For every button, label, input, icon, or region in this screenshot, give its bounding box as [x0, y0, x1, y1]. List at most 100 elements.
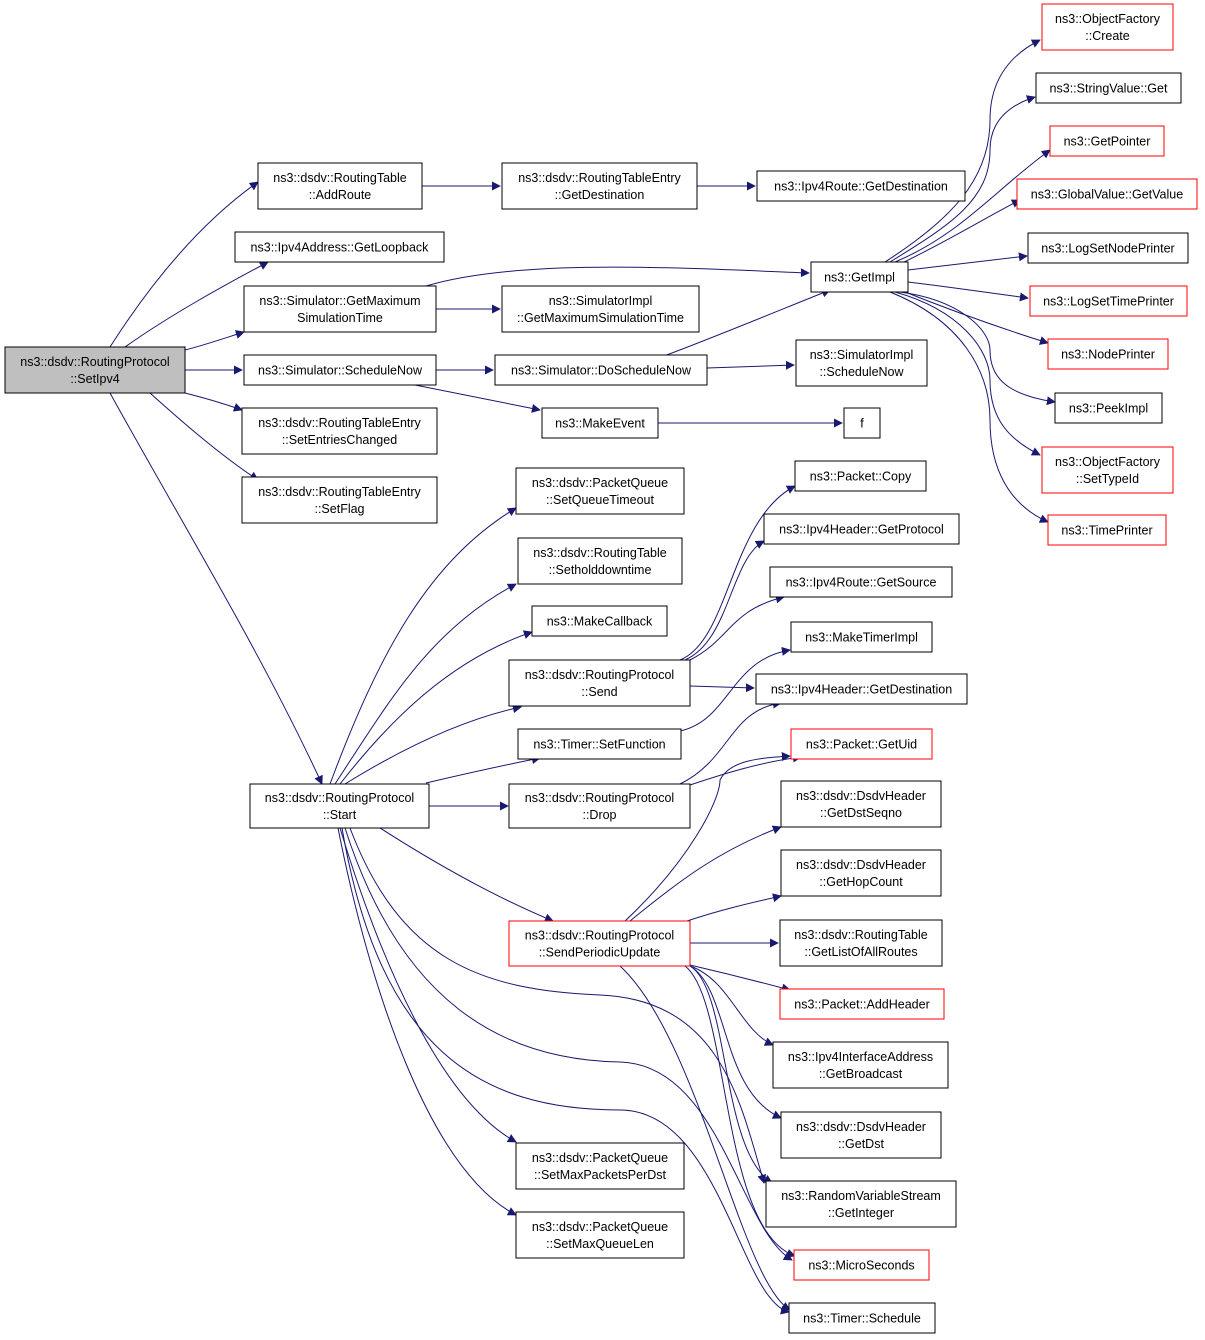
- node-ipv4h-getprotocol[interactable]: ns3::Ipv4Header::GetProtocol: [763, 513, 960, 545]
- node-rp-send[interactable]: ns3::dsdv::RoutingProtocol::Send: [508, 659, 691, 707]
- node-root[interactable]: ns3::dsdv::RoutingProtocol::SetIpv4: [4, 346, 186, 394]
- node-globalvalue-get[interactable]: ns3::GlobalValue::GetValue: [1016, 178, 1198, 210]
- node-label: ns3::dsdv::RoutingTable: [273, 171, 406, 185]
- node-getloopback[interactable]: ns3::Ipv4Address::GetLoopback: [234, 231, 445, 263]
- node-label: ::SetTypeId: [1076, 472, 1139, 486]
- node-simimpl-schednow[interactable]: ns3::SimulatorImpl::ScheduleNow: [795, 339, 928, 387]
- node-dh-getdstseqno[interactable]: ns3::dsdv::DsdvHeader::GetDstSeqno: [780, 780, 942, 828]
- node-label: ns3::Timer::Schedule: [803, 1312, 921, 1326]
- node-rt-setholddown[interactable]: ns3::dsdv::RoutingTable::Setholddowntime: [517, 537, 683, 585]
- node-label: ns3::dsdv::PacketQueue: [532, 476, 668, 490]
- node-maketimerimpl[interactable]: ns3::MakeTimerImpl: [790, 621, 933, 653]
- node-setflag[interactable]: ns3::dsdv::RoutingTableEntry::SetFlag: [241, 476, 438, 524]
- node-label: ns3::MakeTimerImpl: [805, 631, 918, 645]
- node-rvs-getinteger[interactable]: ns3::RandomVariableStream::GetInteger: [765, 1180, 957, 1228]
- node-label: ::GetDst: [838, 1137, 884, 1151]
- edge-getimpl-ofcreate: [884, 39, 1041, 263]
- node-label: ::SetIpv4: [70, 372, 119, 386]
- node-nodeprinter[interactable]: ns3::NodePrinter: [1047, 338, 1169, 370]
- node-of-settypeid[interactable]: ns3::ObjectFactory::SetTypeId: [1041, 446, 1174, 494]
- node-box: [517, 537, 683, 585]
- node-dh-gethopcount[interactable]: ns3::dsdv::DsdvHeader::GetHopCount: [780, 849, 942, 897]
- node-label: ns3::dsdv::RoutingTable: [533, 546, 666, 560]
- node-getdest-rte[interactable]: ns3::dsdv::RoutingTableEntry::GetDestina…: [501, 162, 698, 210]
- node-label: ns3::Timer::SetFunction: [533, 738, 665, 752]
- node-rt-getlistofallroutes[interactable]: ns3::dsdv::RoutingTable::GetListOfAllRou…: [779, 919, 943, 967]
- node-timeprinter[interactable]: ns3::TimePrinter: [1047, 514, 1167, 546]
- node-setentrieschanged[interactable]: ns3::dsdv::RoutingTableEntry::SetEntries…: [241, 407, 438, 455]
- edge-start-pqmaxpackets: [339, 827, 517, 1143]
- node-label: ::GetDstSeqno: [820, 806, 902, 820]
- node-dh-getdst[interactable]: ns3::dsdv::DsdvHeader::GetDst: [780, 1111, 942, 1159]
- node-label: ns3::dsdv::RoutingProtocol: [525, 929, 674, 943]
- node-of-create[interactable]: ns3::ObjectFactory::Create: [1041, 3, 1174, 51]
- node-label: ::ScheduleNow: [819, 365, 904, 379]
- node-label: ns3::Ipv4Header::GetProtocol: [779, 523, 944, 537]
- node-label: ns3::RandomVariableStream: [781, 1189, 941, 1203]
- node-label: ns3::PeekImpl: [1069, 402, 1148, 416]
- node-label: ::SetEntriesChanged: [282, 433, 397, 447]
- node-rp-sendperiodic[interactable]: ns3::dsdv::RoutingProtocol::SendPeriodic…: [508, 920, 691, 967]
- node-rp-drop[interactable]: ns3::dsdv::RoutingProtocol::Drop: [508, 783, 691, 829]
- node-box: [4, 346, 186, 394]
- node-pq-setqueuetimeout[interactable]: ns3::dsdv::PacketQueue::SetQueueTimeout: [515, 467, 685, 515]
- node-label: ns3::SimulatorImpl: [810, 348, 914, 362]
- node-getimpl[interactable]: ns3::GetImpl: [810, 261, 909, 293]
- node-pq-setmaxqueuelen[interactable]: ns3::dsdv::PacketQueue::SetMaxQueueLen: [515, 1211, 685, 1259]
- node-rp-start[interactable]: ns3::dsdv::RoutingProtocol::Start: [249, 783, 430, 829]
- node-ipv4route-getsource[interactable]: ns3::Ipv4Route::GetSource: [769, 566, 953, 598]
- node-makeevent[interactable]: ns3::MakeEvent: [541, 407, 659, 439]
- node-box: [1041, 3, 1174, 51]
- node-getmaxsim[interactable]: ns3::Simulator::GetMaximumSimulationTime: [243, 285, 437, 333]
- edge-start-setfunction: [425, 755, 541, 784]
- node-label: SimulationTime: [297, 311, 383, 325]
- edge-sp-gethopcount: [686, 893, 782, 922]
- node-box: [780, 780, 942, 828]
- node-packet-addheader[interactable]: ns3::Packet::AddHeader: [779, 988, 945, 1020]
- node-f[interactable]: f: [843, 407, 881, 439]
- node-box: [1049, 125, 1165, 157]
- node-box: [810, 261, 909, 293]
- node-label: ns3::GlobalValue::GetValue: [1031, 188, 1183, 202]
- node-addroute[interactable]: ns3::dsdv::RoutingTable::AddRoute: [257, 162, 423, 210]
- node-pq-setmaxpackets[interactable]: ns3::dsdv::PacketQueue::SetMaxPacketsPer…: [515, 1142, 685, 1190]
- node-ipv4h-getdest[interactable]: ns3::Ipv4Header::GetDestination: [755, 673, 968, 705]
- node-timer-setfunction[interactable]: ns3::Timer::SetFunction: [517, 728, 682, 760]
- node-label: ns3::SimulatorImpl: [549, 294, 653, 308]
- node-microseconds[interactable]: ns3::MicroSeconds: [793, 1249, 930, 1281]
- node-label: ns3::LogSetNodePrinter: [1041, 242, 1174, 256]
- node-box: [508, 920, 691, 967]
- node-logsetnodeprinter[interactable]: ns3::LogSetNodePrinter: [1027, 232, 1189, 264]
- node-simimpl-getmax[interactable]: ns3::SimulatorImpl::GetMaximumSimulation…: [501, 285, 700, 333]
- node-label: ns3::dsdv::PacketQueue: [532, 1220, 668, 1234]
- node-stringvalue-get[interactable]: ns3::StringValue::Get: [1035, 72, 1182, 104]
- node-packet-getuid[interactable]: ns3::Packet::GetUid: [790, 728, 933, 760]
- node-box: [241, 407, 438, 455]
- node-logsettimeprinter[interactable]: ns3::LogSetTimePrinter: [1029, 285, 1188, 317]
- node-ipv4ia-getbroadcast[interactable]: ns3::Ipv4InterfaceAddress::GetBroadcast: [772, 1041, 949, 1089]
- node-getpointer[interactable]: ns3::GetPointer: [1049, 125, 1165, 157]
- node-box: [515, 1142, 685, 1190]
- node-schedulenow[interactable]: ns3::Simulator::ScheduleNow: [243, 354, 437, 386]
- node-label: ::GetInteger: [828, 1206, 894, 1220]
- node-label: ns3::MakeEvent: [555, 417, 645, 431]
- edge-getmaxsim-getimpl: [425, 266, 810, 287]
- node-makecallback[interactable]: ns3::MakeCallback: [531, 605, 668, 637]
- node-label: ns3::Simulator::GetMaximum: [259, 294, 420, 308]
- node-box: [249, 783, 430, 829]
- node-label: ::Create: [1085, 29, 1130, 43]
- node-label: ns3::GetPointer: [1064, 135, 1151, 149]
- node-timer-schedule[interactable]: ns3::Timer::Schedule: [788, 1302, 936, 1334]
- node-packet-copy[interactable]: ns3::Packet::Copy: [794, 460, 927, 492]
- node-label: ns3::dsdv::DsdvHeader: [796, 1120, 926, 1134]
- edge-getimpl-ofsettypeid: [894, 291, 1041, 456]
- node-label: ns3::dsdv::DsdvHeader: [796, 789, 926, 803]
- node-box: [755, 673, 968, 705]
- node-ipv4route-getdest[interactable]: ns3::Ipv4Route::GetDestination: [756, 170, 966, 202]
- node-peekimpl[interactable]: ns3::PeekImpl: [1054, 392, 1163, 424]
- node-label: ns3::dsdv::RoutingProtocol: [20, 355, 169, 369]
- node-doschedulenow[interactable]: ns3::Simulator::DoScheduleNow: [494, 354, 708, 386]
- node-box: [790, 728, 933, 760]
- edge-setfunction-maketimer: [679, 646, 791, 732]
- node-label: ::SetMaxPacketsPerDst: [534, 1168, 667, 1182]
